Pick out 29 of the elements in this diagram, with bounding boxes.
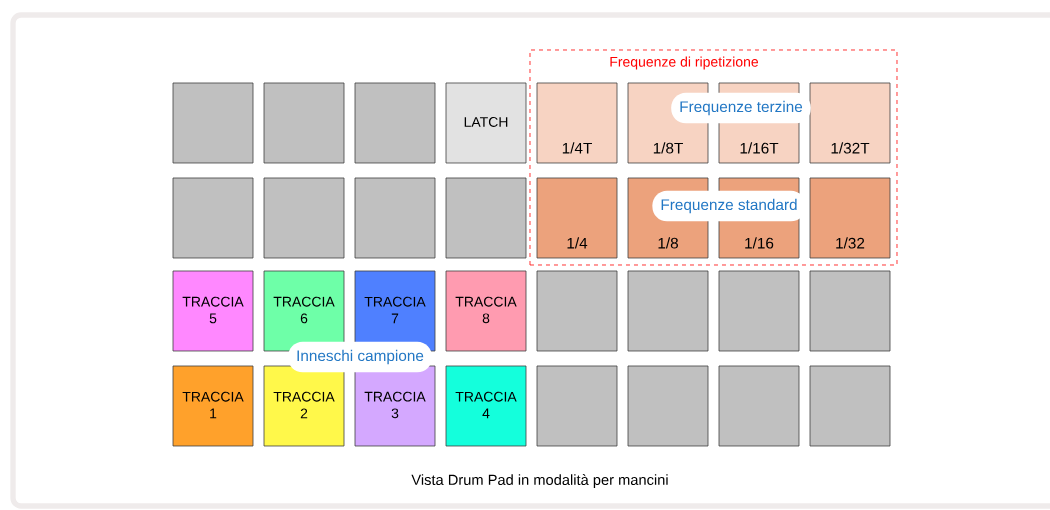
empty-pad <box>263 177 345 259</box>
callout-pill: Frequenze standard <box>652 190 806 222</box>
empty-pad <box>172 177 254 259</box>
empty-pad <box>445 177 527 259</box>
pad: TRACCIA 3 <box>354 365 436 447</box>
pad: TRACCIA 2 <box>263 365 345 447</box>
empty-pad <box>263 82 345 164</box>
empty-pad <box>354 177 436 259</box>
pad: 1/4 <box>536 177 618 259</box>
pad: TRACCIA 4 <box>445 365 527 447</box>
empty-pad <box>718 270 800 352</box>
pad: TRACCIA 8 <box>445 270 527 352</box>
caption: Vista Drum Pad in modalità per mancini <box>411 474 668 488</box>
empty-pad <box>536 270 618 352</box>
pad: 1/32T <box>809 82 891 164</box>
empty-pad <box>172 82 254 164</box>
pad: 1/32 <box>809 177 891 259</box>
empty-pad <box>809 270 891 352</box>
pad: 1/4T <box>536 82 618 164</box>
empty-pad <box>809 365 891 447</box>
empty-pad <box>354 82 436 164</box>
empty-pad <box>536 365 618 447</box>
empty-pad <box>718 365 800 447</box>
empty-pad <box>627 365 709 447</box>
callout-pill: Frequenze terzine <box>671 92 811 124</box>
pad: TRACCIA 5 <box>172 270 254 352</box>
pad: TRACCIA 1 <box>172 365 254 447</box>
pad: LATCH <box>445 82 527 164</box>
empty-pad <box>627 270 709 352</box>
